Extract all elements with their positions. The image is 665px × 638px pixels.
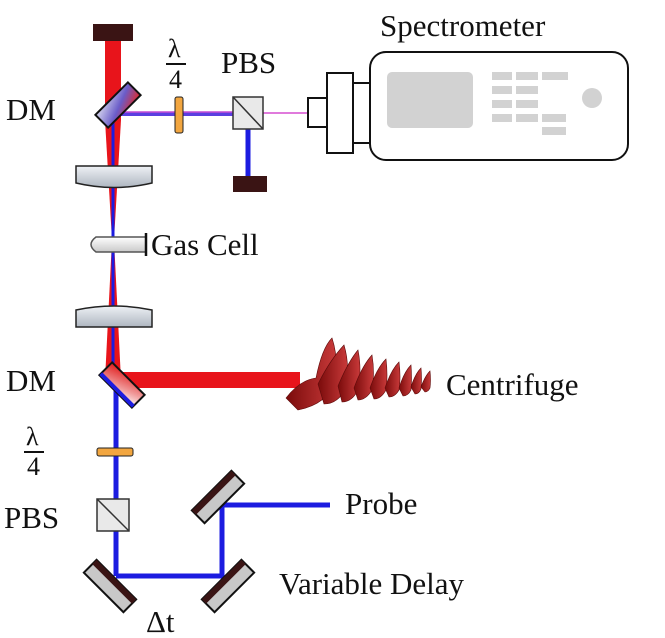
pbs-top-label: PBS	[221, 45, 276, 80]
waveplate-top-lambda: λ	[168, 34, 181, 63]
lens-bottom	[75, 305, 153, 328]
beams	[105, 40, 330, 579]
dichroic-mirror-bottom	[97, 360, 147, 410]
pump-beam-centrifuge	[113, 372, 300, 388]
delay-mirror-bottom-right	[200, 558, 256, 614]
gas-cell-label: Gas Cell	[151, 227, 259, 262]
waveplate-bottom-lambda: λ	[26, 422, 39, 451]
pbs-bottom-label: PBS	[4, 500, 59, 535]
spectrometer-keypad	[492, 72, 568, 135]
beam-dump-top	[93, 24, 133, 41]
waveplate-bottom	[96, 447, 134, 457]
delay-mirror-bottom-left	[82, 558, 138, 614]
delta-t-label: Δt	[146, 604, 175, 638]
dm-top-label: DM	[6, 92, 56, 127]
spectrometer	[307, 51, 629, 161]
spectrometer-coupler	[326, 72, 354, 154]
probe-beam-delay-loop	[116, 502, 330, 579]
spectrometer-knob	[582, 88, 602, 108]
spectrometer-neck	[352, 82, 372, 144]
waveplate-top-four: 4	[169, 65, 182, 94]
spectrometer-label: Spectrometer	[380, 8, 546, 43]
pbs-top	[232, 96, 264, 130]
delay-mirror-top	[190, 469, 246, 525]
spectrometer-screen	[387, 72, 473, 128]
variable-delay-label: Variable Delay	[279, 566, 465, 601]
centrifuge-pulse	[285, 337, 431, 411]
probe-label: Probe	[345, 486, 417, 521]
lens-top	[75, 165, 153, 189]
waveplate-bottom-four: 4	[27, 452, 40, 481]
pbs-bottom	[96, 498, 130, 532]
gas-cell	[90, 233, 148, 256]
spectrometer-input-port	[307, 97, 329, 128]
beam-dump-pbs	[233, 176, 267, 192]
waveplate-top	[174, 96, 184, 134]
dichroic-mirror-top	[93, 80, 143, 130]
dm-bottom-label: DM	[6, 363, 56, 398]
centrifuge-label: Centrifuge	[446, 367, 579, 402]
